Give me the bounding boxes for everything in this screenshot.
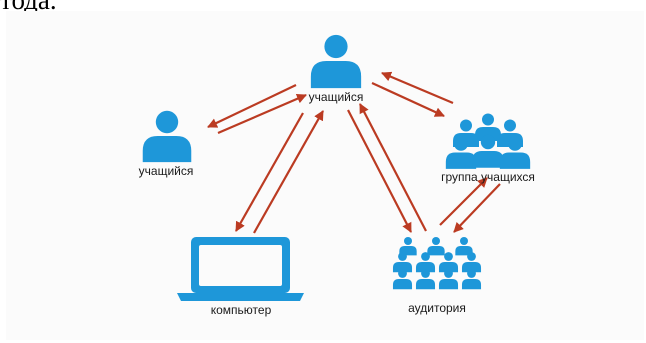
arrow-computer-to-center bbox=[253, 110, 324, 234]
arrow-center-to-computer bbox=[235, 112, 304, 232]
arrow-center-to-group bbox=[371, 82, 445, 117]
center-student-label: учащийся bbox=[309, 90, 364, 104]
left-person-icon bbox=[142, 110, 192, 163]
arrow-group-to-center bbox=[381, 71, 454, 105]
arrow-left-to-center bbox=[217, 93, 307, 135]
arrow-audience-to-center bbox=[359, 103, 427, 232]
arrows bbox=[207, 71, 501, 234]
computer-label: компьютер bbox=[211, 303, 272, 317]
arrow-center-to-audience bbox=[347, 109, 412, 233]
left-student-label: учащийся bbox=[139, 164, 194, 178]
laptop-icon bbox=[177, 237, 304, 301]
arrow-center-to-left bbox=[207, 84, 297, 128]
group-icon bbox=[445, 113, 531, 169]
arrow-audience-to-group bbox=[439, 177, 488, 226]
group-label: группа учащихся bbox=[441, 170, 535, 184]
audience-label: аудитория bbox=[408, 301, 466, 315]
center-person-icon bbox=[310, 34, 362, 89]
audience-icon bbox=[392, 237, 482, 290]
arrow-group-to-audience bbox=[453, 183, 501, 233]
